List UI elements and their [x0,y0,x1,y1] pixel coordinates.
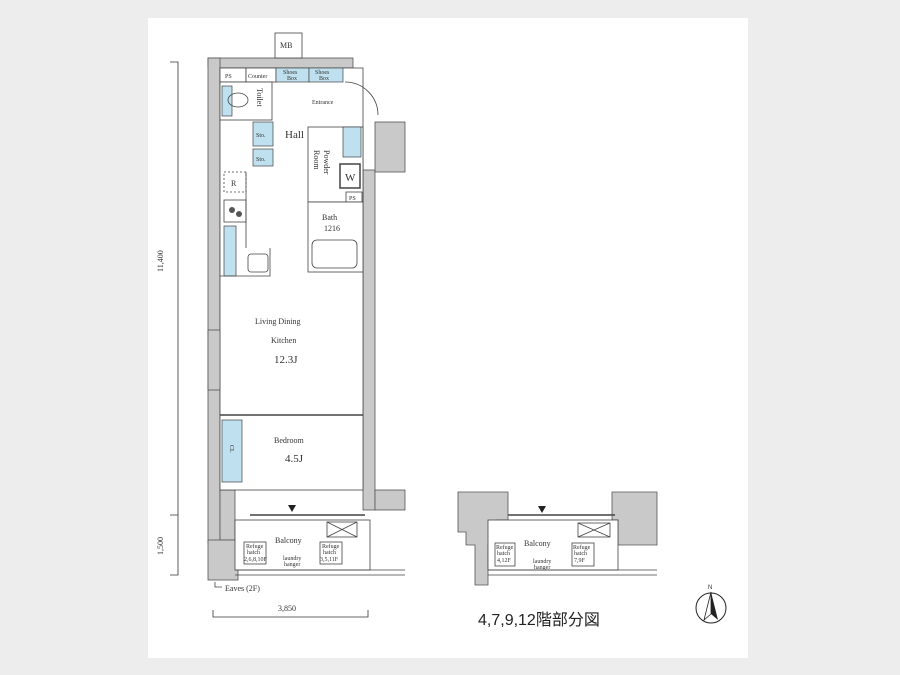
shoes-box-1-label-2: Box [287,76,297,82]
storage-1-label: Sto. [256,133,266,139]
partial-plan: Balcony Refuge hatch 4,12F laundry hange… [457,491,658,586]
shoes-box-2-label-2: Box [319,76,329,82]
bedroom-size-label: 4.5J [285,453,304,465]
window-ldk [207,329,221,391]
depth-interior-label: 11,400 [156,250,165,272]
partial-laundry-label: laundry [533,559,551,565]
partial-laundry-label-2: hanger [534,565,550,571]
laundry-hanger-label-2: hanger [284,562,300,568]
eaves-label: Eaves (2F) [225,584,260,593]
bathroom [307,201,364,273]
partial-refuge-hatch-1-label: Refuge [496,544,514,551]
refuge-hatch-1-label: Refuge [246,543,264,550]
shoes-box-2 [308,67,344,83]
partial-refuge-hatch-1 [494,542,516,567]
kitchen-counter [223,225,237,277]
shoes-box-1-label: Shoes [283,70,298,76]
hall-label: Hall [285,129,304,141]
ldk-size-label: 12.3J [274,354,298,366]
ps-top-label: PS [225,74,232,80]
north-arrow-icon [695,591,727,624]
washbasin [342,126,362,158]
balcony-label: Balcony [275,536,302,545]
partial-refuge-hatch-2-floors: 7,9F [574,558,586,564]
entry-arrow-icon [288,505,296,512]
width-dimension-label: 3,850 [278,604,296,613]
partial-refuge-hatch-2 [571,542,595,567]
ps-bath-label: PS [349,196,356,202]
refuge-hatch-2 [319,541,343,565]
partial-refuge-hatch-2-label-2: hatch [574,551,587,557]
partial-refuge-hatch-2-label: Refuge [573,544,591,551]
balcony [234,519,371,571]
refuge-hatch-1-floors: 2,6,8,10F [244,557,268,563]
closet [221,419,243,483]
bedroom-label: Bedroom [274,436,305,445]
refuge-hatch-2-label: Refuge [322,543,340,550]
mb-label: MB [280,41,292,50]
stove [223,199,247,223]
counter-label: Counter [248,74,267,80]
refuge-hatch-1-label-2: hatch [247,550,260,556]
washer-space [339,163,361,189]
sink [247,253,269,273]
refuge-hatch-1 [243,541,267,565]
main-unit-walls [207,57,406,581]
depth-dimension [170,61,179,576]
ldk-label: Living Dining [255,317,301,326]
width-dimension [212,610,369,618]
bath-size-label: 1216 [324,224,340,233]
bathtub [311,239,358,269]
storage-2-label: Sto. [256,157,266,163]
powder-room-label-2: Room [312,150,321,170]
entrance-door-swing [344,81,379,116]
depth-balcony-label: 1,500 [156,537,165,555]
entrance-label: Entrance [312,100,334,106]
refuge-hatch-2-label-2: hatch [323,550,336,556]
toilet-label: Toilet [255,88,264,107]
partial-balcony-label: Balcony [524,539,551,548]
shoes-box-2-label: Shoes [315,70,330,76]
refuge-hatch-2-floors: 3,5,11F [320,557,339,563]
washer-label: W [345,172,356,184]
storage-1 [252,121,274,147]
closet-label: CL [228,445,234,453]
meter-box [274,32,303,59]
laundry-hanger-label: laundry [283,556,301,562]
partial-plan-caption: 4,7,9,12階部分図 [478,611,600,629]
bath-label: Bath [322,213,337,222]
ac-unit [326,521,358,538]
ldk-label-2: Kitchen [271,336,296,345]
fridge-label: R [231,179,237,188]
ps-top [219,67,247,83]
north-label: N [708,585,712,591]
partial-entry-arrow-icon [538,506,546,513]
partial-refuge-hatch-1-floors: 4,12F [497,558,512,564]
powder-room-label: Powder [322,150,331,175]
storage-2 [252,148,274,167]
partial-refuge-hatch-1-label-2: hatch [497,551,510,557]
